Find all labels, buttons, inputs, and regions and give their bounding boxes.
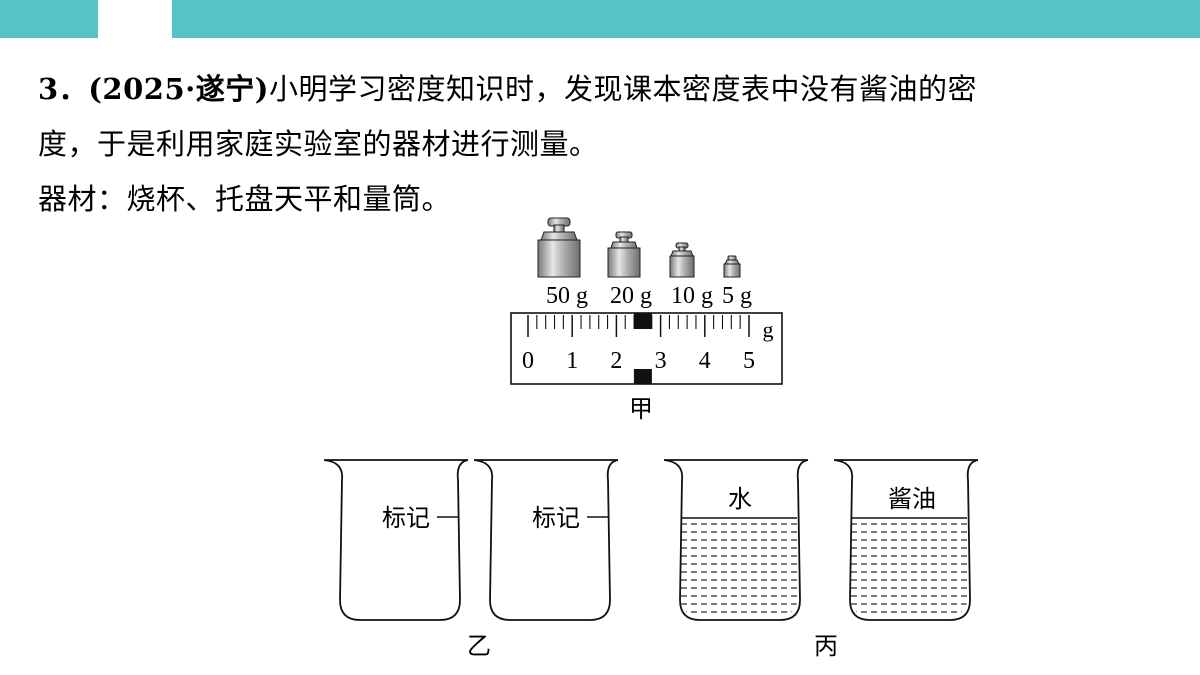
soy-sauce-liquid	[851, 518, 967, 614]
question-number: 3．	[38, 72, 89, 106]
scale-unit: g	[763, 317, 774, 342]
weight-10g	[669, 242, 695, 278]
question-line-1: 3．(2025·遂宁)小明学习密度知识时，发现课本密度表中没有酱油的密	[38, 62, 1178, 117]
scale-number: 1	[566, 348, 578, 374]
beaker-yi-1	[323, 459, 469, 621]
weight-label-10g: 10 g	[671, 283, 713, 309]
beaker-soy-sauce-label: 酱油	[888, 485, 936, 513]
weight-50g	[537, 217, 581, 278]
water-liquid	[681, 518, 797, 614]
scale-number: 4	[699, 348, 711, 374]
scale-number: 3	[655, 348, 667, 374]
question-source: (2025·遂宁)	[88, 72, 269, 106]
question-line-3: 器材：烧杯、托盘天平和量筒。	[38, 182, 452, 216]
scale-number: 0	[522, 348, 534, 374]
caption-yi: 乙	[467, 632, 491, 660]
top-banner	[0, 0, 1200, 38]
weight-label-50g: 50 g	[546, 283, 588, 309]
scale-number: 5	[743, 348, 755, 374]
weight-5g	[723, 255, 741, 278]
top-banner-gap	[98, 0, 172, 38]
beaker-yi-2	[473, 459, 619, 621]
question-line-1-text: 小明学习密度知识时，发现课本密度表中没有酱油的密	[268, 72, 977, 106]
beaker-water	[663, 459, 809, 621]
beaker-water-label: 水	[728, 485, 752, 513]
scale-rider[interactable]	[633, 313, 652, 329]
scale-numbers: 0 1 2 3 4 5	[522, 348, 755, 374]
caption-bing: 丙	[814, 632, 838, 660]
weight-label-20g: 20 g	[610, 283, 652, 309]
question-line-2: 度，于是利用家庭实验室的器材进行测量。	[38, 127, 599, 161]
beaker-yi-2-label: 标记	[532, 504, 580, 532]
question-text: 3．(2025·遂宁)小明学习密度知识时，发现课本密度表中没有酱油的密 度，于是…	[38, 62, 1178, 227]
beaker-yi-1-label: 标记	[382, 504, 430, 532]
scale-rider-base	[633, 369, 652, 384]
beaker-soy-sauce	[833, 459, 979, 621]
weight-label-5g: 5 g	[722, 283, 752, 309]
scale-number: 2	[610, 348, 622, 374]
caption-jia: 甲	[629, 395, 653, 423]
weight-20g	[607, 231, 641, 278]
